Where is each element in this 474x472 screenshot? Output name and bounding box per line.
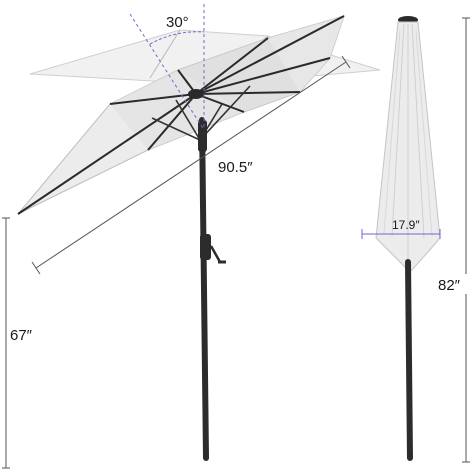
closed-umbrella-pole: [405, 259, 413, 461]
tilted-reference-line: [129, 13, 205, 131]
canopy-hub: [188, 89, 204, 99]
closed-height-label: 82″: [438, 277, 461, 294]
canopy-span-tick-end: [341, 55, 351, 69]
canopy-span-dimension: 90.5″: [31, 55, 351, 275]
open-umbrella-illustration: [17, 15, 381, 461]
canopy-span-line: [35, 61, 347, 269]
open-height-label: 67″: [10, 327, 33, 344]
closed-umbrella-illustration: [375, 16, 441, 461]
closed-height-dimension: 82″: [436, 17, 470, 463]
tilt-angle-indicator: 30°: [129, 4, 205, 131]
canopy-span-label: 90.5″: [218, 159, 253, 176]
tilt-angle-arc: [149, 31, 205, 45]
tilt-angle-label: 30°: [166, 14, 189, 31]
open-umbrella-pole: [199, 117, 209, 461]
crank-handle: [200, 234, 226, 264]
folded-width-label: 17.9″: [392, 218, 420, 232]
tilt-joint: [198, 120, 207, 152]
folded-width-dimension: 17.9″: [361, 218, 441, 239]
canopy-span-tick-start: [31, 261, 41, 275]
open-height-dimension: 67″: [2, 217, 44, 469]
